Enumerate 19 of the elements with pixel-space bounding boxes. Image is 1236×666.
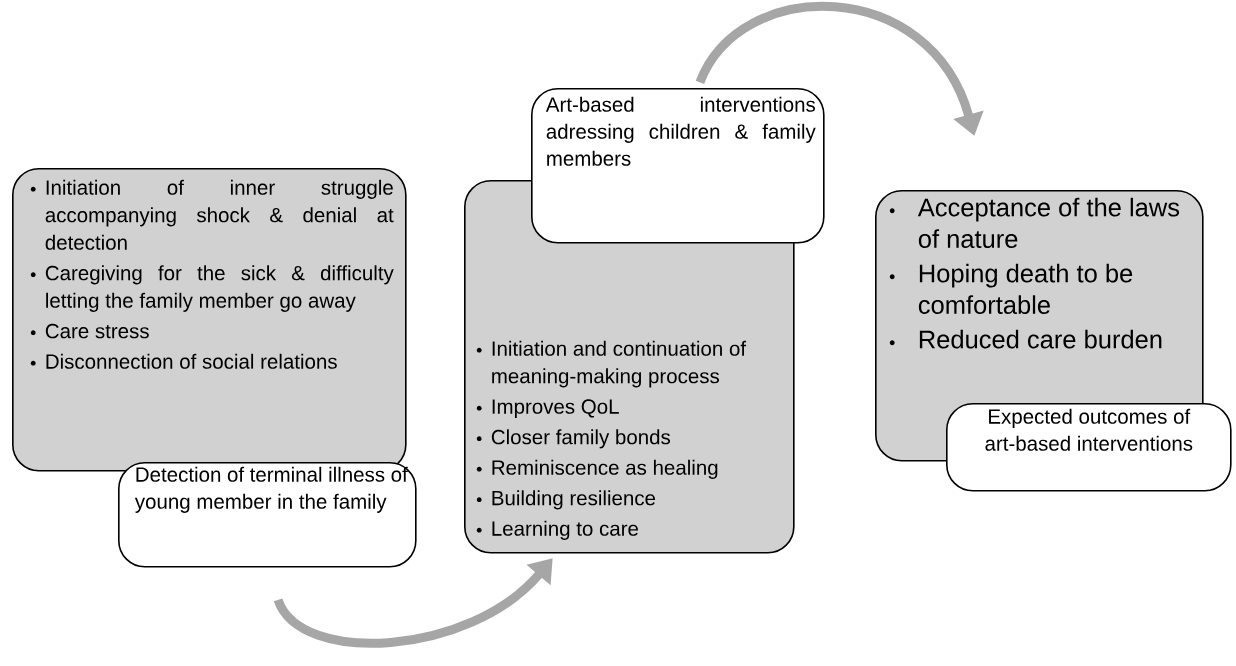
label-box (531, 88, 825, 244)
bullet-item: Disconnection of social relations (30, 353, 337, 369)
bullet-item: Initiation of inner struggle accompanying shock & denial at detection (30, 179, 394, 250)
label-text: Detection of terminal illness of young member in the family (134, 466, 408, 513)
label-text: Expected outcomes of art-based interventions (985, 408, 1193, 451)
bullet-item: Closer family bonds (476, 429, 671, 449)
bullet-item: Improves QoL (476, 399, 619, 418)
label-text: Art-based interventions adressing children & family members (545, 96, 816, 166)
bullet-item: Building resilience (476, 490, 656, 510)
bullet-item: Hoping death to be comfortable (889, 263, 1133, 314)
bullet-item: Acceptance of the laws of nature (889, 197, 1180, 248)
label-box (118, 462, 417, 568)
bullet-item: Reduced care burden (889, 329, 1162, 349)
bullet-item: Care stress (30, 323, 149, 339)
bullet-item: Reminiscence as healing (476, 459, 718, 479)
bullet-item: Caregiving for the sick & difficulty letting the family member go away (30, 265, 394, 312)
label-box (946, 403, 1232, 492)
bullet-item: Initiation and continuation of meaning-making process (476, 340, 747, 388)
bullet-item: Learning to care (476, 520, 638, 540)
